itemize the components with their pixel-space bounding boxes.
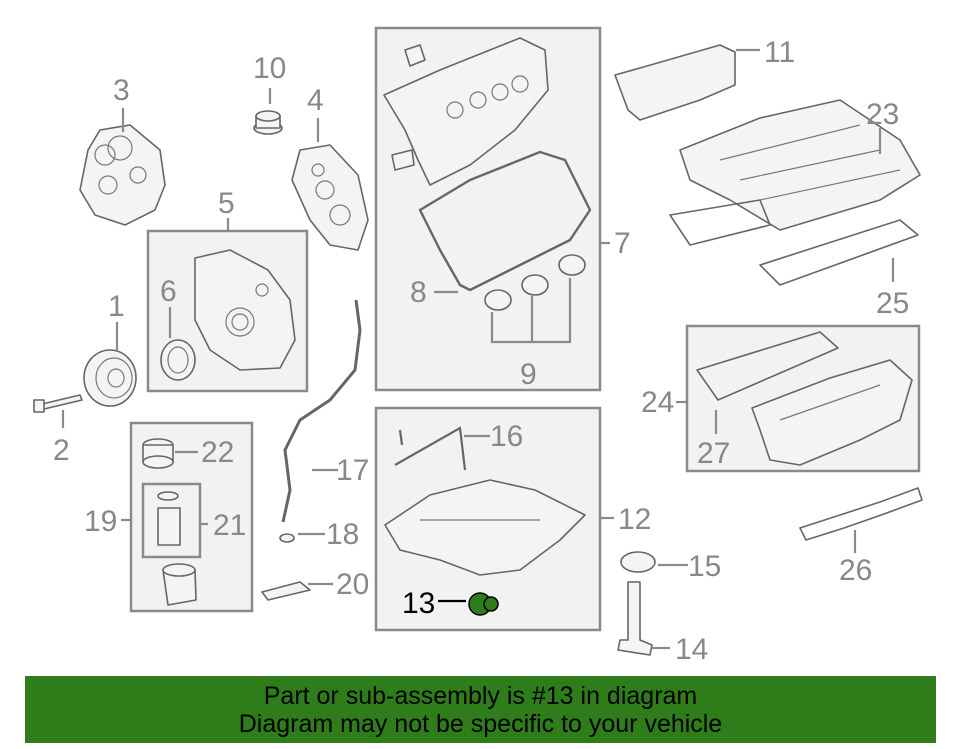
label-3: 3 (113, 74, 130, 107)
label-15: 15 (688, 550, 721, 583)
part-6-seal (160, 339, 196, 381)
banner-line-1: Part or sub-assembly is #13 in diagram (263, 681, 698, 710)
part-27-gasket (696, 331, 839, 401)
part-3-housing (79, 124, 166, 226)
part-20-plate (261, 581, 311, 601)
label-1: 1 (108, 290, 125, 323)
part-10-cap (253, 110, 283, 135)
part-16-tube (394, 426, 467, 471)
label-25: 25 (876, 287, 909, 320)
part-15-ring (620, 551, 656, 573)
label-6: 6 (160, 275, 177, 308)
label-8: 8 (410, 276, 427, 309)
label-18: 18 (326, 518, 359, 551)
part-7-valve-cover (383, 37, 549, 186)
label-12: 12 (618, 503, 651, 536)
part-12-oil-pan (384, 479, 586, 576)
part-19-housing (162, 563, 197, 606)
part-8-gasket (418, 150, 592, 292)
label-16: 16 (490, 420, 523, 453)
part-14-sensor (617, 581, 653, 656)
label-5: 5 (218, 187, 235, 220)
part-21-filter (157, 491, 181, 546)
label-24: 24 (641, 386, 674, 419)
info-banner: Part or sub-assembly is #13 in diagram D… (25, 676, 936, 743)
label-17: 17 (336, 454, 369, 487)
label-10: 10 (253, 52, 286, 85)
label-23: 23 (866, 98, 899, 131)
part-9-seals (484, 254, 586, 311)
part-25-gaskets (669, 199, 919, 286)
part-13-highlighted (468, 592, 499, 616)
label-20: 20 (336, 568, 369, 601)
part-4-cover (291, 144, 369, 251)
label-9: 9 (520, 358, 537, 391)
label-26: 26 (839, 554, 872, 587)
label-19: 19 (84, 505, 117, 538)
part-24-lower-intake (751, 359, 913, 466)
part-5-front-cover (194, 249, 296, 371)
label-4: 4 (307, 84, 324, 117)
part-2-bolt (33, 394, 83, 413)
label-21: 21 (213, 509, 246, 542)
part-22-cap (142, 438, 174, 469)
part-26-gasket (799, 487, 923, 541)
part-17-dipstick-tube (281, 299, 362, 523)
leader-lines (61, 48, 895, 650)
label-22: 22 (201, 436, 234, 469)
part-1-balancer (83, 349, 137, 407)
part-23-intake (679, 99, 921, 231)
label-14: 14 (675, 633, 708, 666)
label-13-highlighted: 13 (402, 587, 435, 620)
part-11-bracket (614, 44, 736, 121)
label-2: 2 (53, 434, 70, 467)
label-7: 7 (614, 227, 631, 260)
label-27: 27 (697, 437, 730, 470)
banner-line-2: Diagram may not be specific to your vehi… (238, 709, 723, 738)
label-11: 11 (764, 36, 795, 69)
part-18-o-ring (279, 533, 295, 543)
